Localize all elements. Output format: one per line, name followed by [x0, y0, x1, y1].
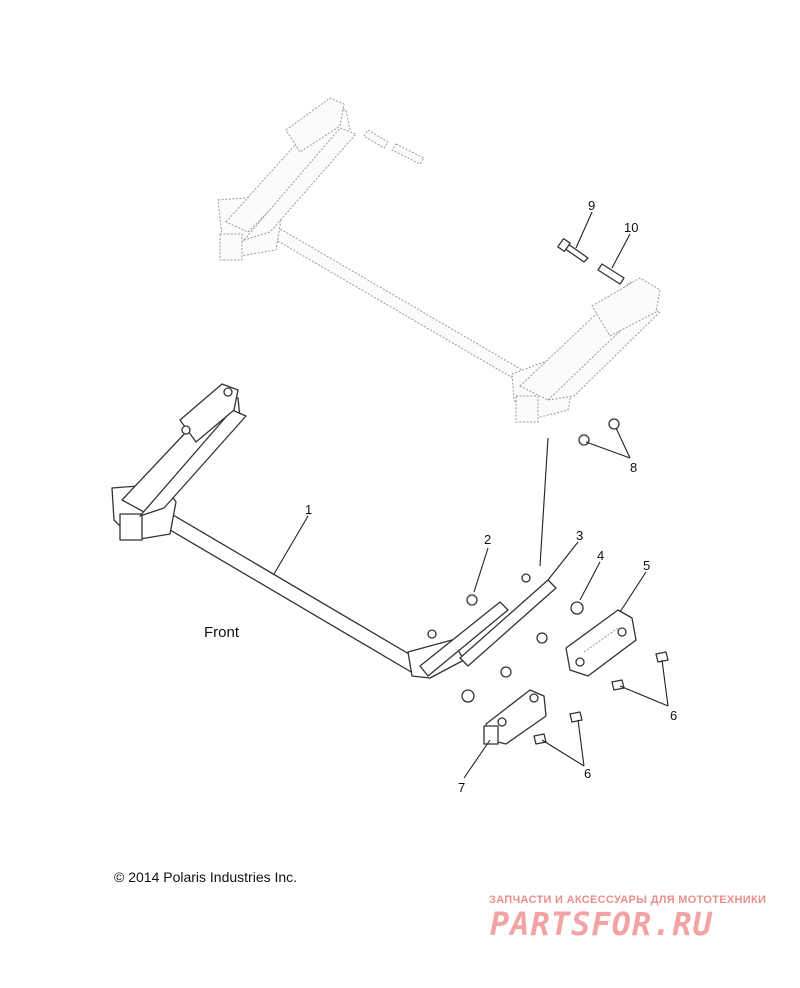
part-3-link — [459, 579, 557, 667]
ghost-right-tab — [515, 395, 539, 423]
callout-6-lower: 6 — [584, 766, 591, 781]
callout-8: 8 — [630, 460, 637, 475]
bolt-6d — [533, 733, 547, 745]
washer-low — [461, 689, 475, 703]
watermark-logo: PARTSFOR.RU — [490, 905, 713, 943]
callout-5: 5 — [643, 558, 650, 573]
callout-2: 2 — [484, 532, 491, 547]
bolt-6b — [611, 679, 625, 691]
left-arm-lower — [139, 409, 247, 517]
nut-8b — [578, 434, 590, 446]
watermark-tagline: ЗАПЧАСТИ И АКСЕССУАРЫ ДЛЯ МОТОТЕХНИКИ — [489, 894, 767, 906]
part-9-bolt — [557, 237, 589, 263]
ghost-right-plate — [591, 277, 661, 337]
link-upper — [419, 601, 509, 677]
front-label: Front — [204, 624, 240, 641]
nut-mid — [536, 632, 548, 644]
callout-1: 1 — [305, 502, 312, 517]
nut-low — [500, 666, 512, 678]
nut-left — [427, 629, 437, 639]
bolt-6a — [655, 651, 669, 663]
callout-6-upper: 6 — [670, 708, 677, 723]
ghost-left-tab — [219, 233, 243, 261]
ghost-bolt — [391, 143, 425, 165]
leader-lines — [273, 211, 669, 779]
ghost-left-arm-lower — [242, 127, 357, 241]
ghost-sleeve — [363, 129, 389, 149]
copyright-text: © 2014 Polaris Industries Inc. — [114, 869, 298, 885]
callout-numbers: 1 2 3 4 5 6 6 7 8 9 10 Front — [204, 198, 677, 795]
callout-4: 4 — [597, 548, 604, 563]
left-tab — [119, 513, 143, 541]
bolt-6c — [569, 711, 583, 723]
ghost-right-arm-lower — [546, 305, 661, 401]
part-10-sleeve — [597, 263, 625, 285]
nut-8a — [608, 418, 620, 430]
callout-9: 9 — [588, 198, 595, 213]
part-5-plate — [565, 609, 637, 677]
callout-3: 3 — [576, 528, 583, 543]
callout-7: 7 — [458, 780, 465, 795]
left-plate — [179, 383, 239, 443]
front-assembly — [111, 383, 669, 745]
part-4-washer — [570, 601, 584, 615]
nut-top — [521, 573, 531, 583]
callout-10: 10 — [624, 220, 638, 235]
ghost-left-plate — [285, 97, 345, 153]
ghost-rear-assembly — [217, 97, 661, 423]
part-2-nut — [466, 594, 478, 606]
part-8-nuts — [578, 418, 620, 446]
